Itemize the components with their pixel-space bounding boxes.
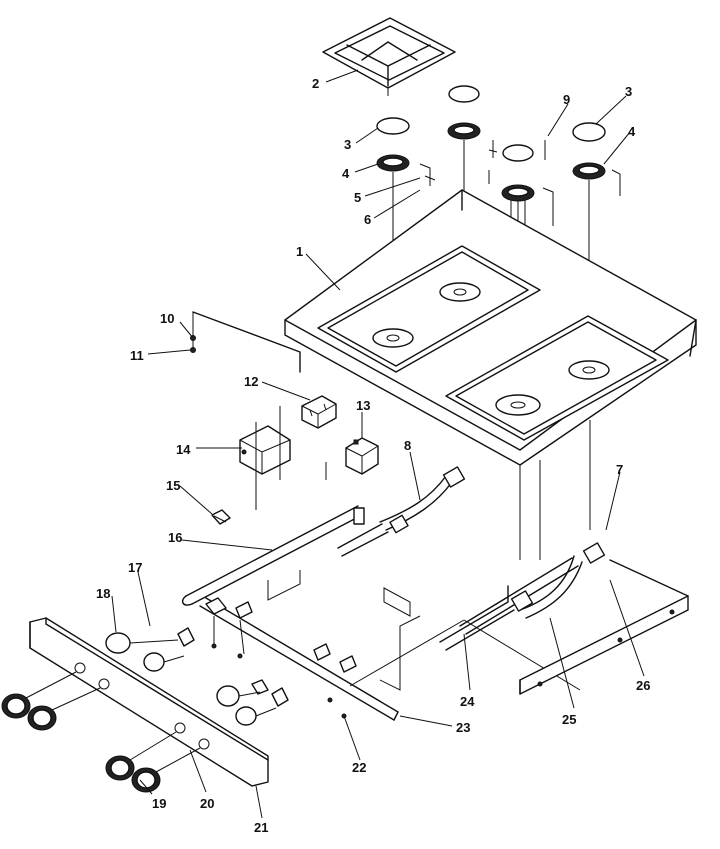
- knob-bezels: [105, 632, 277, 726]
- callout-20: 20: [200, 796, 214, 811]
- leader-lines: [111, 69, 645, 819]
- callout-19: 19: [152, 796, 166, 811]
- callout-26: 26: [636, 678, 650, 693]
- mounting-bracket: [239, 406, 327, 510]
- callout-3-right: 3: [625, 84, 632, 99]
- ignitor-module: [301, 395, 337, 429]
- spark-module: [345, 437, 379, 475]
- callout-16: 16: [168, 530, 182, 545]
- callout-15: 15: [166, 478, 180, 493]
- burner-screws: [419, 140, 621, 226]
- callout-labels: 1 2 3 3 4 4 5 6 7 8 9 10 11 12 13 14 15 …: [96, 76, 650, 835]
- callout-17: 17: [128, 560, 142, 575]
- burner-heads: [376, 122, 606, 202]
- callout-24: 24: [460, 694, 475, 709]
- callout-4-left: 4: [342, 166, 350, 181]
- callout-12: 12: [244, 374, 258, 389]
- orifice: [211, 509, 231, 525]
- callout-8: 8: [404, 438, 411, 453]
- callout-22: 22: [352, 760, 366, 775]
- callout-4-right: 4: [628, 124, 636, 139]
- callout-11: 11: [130, 348, 144, 363]
- burner-caps: [376, 85, 606, 162]
- callout-6: 6: [364, 212, 371, 227]
- callout-25: 25: [562, 712, 576, 727]
- side-bracket: [190, 311, 301, 373]
- control-panel: [29, 617, 269, 787]
- bottom-tray: [519, 559, 689, 695]
- callout-14: 14: [176, 442, 191, 457]
- callout-7: 7: [616, 462, 623, 477]
- callout-3-left: 3: [344, 137, 351, 152]
- callout-21: 21: [254, 820, 268, 835]
- control-knobs: [1, 671, 201, 793]
- callout-10: 10: [160, 311, 174, 326]
- callout-5: 5: [354, 190, 361, 205]
- callout-1: 1: [296, 244, 303, 259]
- callout-23: 23: [456, 720, 470, 735]
- callout-18: 18: [96, 586, 110, 601]
- callout-2: 2: [312, 76, 319, 91]
- burner-grate: [322, 17, 456, 96]
- gas-valves: [177, 597, 357, 719]
- callout-13: 13: [356, 398, 370, 413]
- callout-9: 9: [563, 92, 570, 107]
- cooktop-main-top: [284, 189, 697, 560]
- manifold-assembly: [181, 466, 606, 721]
